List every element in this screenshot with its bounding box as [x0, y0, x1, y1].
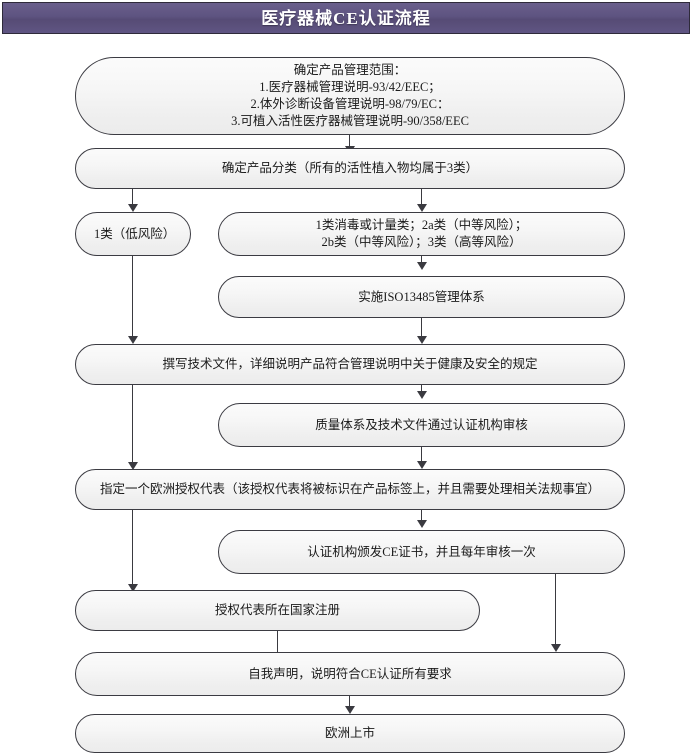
connector-iso-to-techfile: [421, 318, 422, 336]
node-product-scope-line-1: 确定产品管理范围：: [293, 63, 407, 77]
arrow-selfdecl-to-market: [345, 706, 355, 714]
node-eu-authorized-representative-lines: 指定一个欧洲授权代表（该授权代表将被标识在产品标签上，并且需要处理相关法规事宜）: [94, 481, 606, 498]
arrow-cecert-to-selfdecl: [551, 644, 561, 652]
page-title: 医疗器械CE认证流程: [261, 8, 431, 28]
node-iso13485-lines: 实施ISO13485管理体系: [237, 289, 606, 306]
node-self-declaration-lines: 自我声明，说明符合CE认证所有要求: [94, 666, 606, 683]
node-class-other-risk-line-2: 2b类（中等风险）；3类（高等风险）: [321, 235, 522, 249]
node-iso13485-line-1: 实施ISO13485管理体系: [358, 289, 485, 304]
node-product-scope[interactable]: 确定产品管理范围： 1.医疗器械管理说明-93/42/EEC； 2.体外诊断设备…: [75, 57, 625, 135]
page-title-bar: 医疗器械CE认证流程: [2, 2, 690, 34]
connector-scope-to-classification: [349, 134, 350, 148]
arrow-classification-to-class1: [128, 204, 138, 212]
arrow-classother-to-iso: [417, 262, 427, 270]
node-class-1-low-risk-lines: 1类（低风险）: [94, 226, 176, 243]
node-country-registration[interactable]: 授权代表所在国家注册: [75, 590, 480, 631]
node-technical-file[interactable]: 撰写技术文件，详细说明产品符合管理说明中关于健康及安全的规定: [75, 344, 625, 385]
node-class-1-low-risk-line-1: 1类（低风险）: [94, 226, 176, 241]
node-class-other-risk-lines: 1类消毒或计量类；2a类（中等风险）； 2b类（中等风险）；3类（高等风险）: [237, 217, 606, 251]
arrow-classification-to-class-other: [417, 204, 427, 212]
node-class-1-low-risk[interactable]: 1类（低风险）: [75, 212, 191, 256]
connector-audit-to-eurep: [421, 447, 422, 463]
node-technical-file-lines: 撰写技术文件，详细说明产品符合管理说明中关于健康及安全的规定: [94, 356, 606, 373]
node-country-registration-lines: 授权代表所在国家注册: [94, 602, 461, 619]
node-class-other-risk-line-1: 1类消毒或计量类；2a类（中等风险）；: [315, 218, 528, 232]
connector-class1-to-techfile: [132, 256, 133, 336]
node-iso13485[interactable]: 实施ISO13485管理体系: [218, 276, 625, 318]
connector-techfile-to-eurep: [132, 384, 133, 462]
node-product-classification[interactable]: 确定产品分类（所有的活性植入物均属于3类）: [75, 148, 625, 189]
node-certification-audit-line-1: 质量体系及技术文件通过认证机构审核: [315, 417, 528, 432]
node-europe-market-launch-line-1: 欧洲上市: [324, 726, 375, 740]
node-certification-audit[interactable]: 质量体系及技术文件通过认证机构审核: [218, 403, 625, 447]
connector-register-to-selfdecl: [277, 630, 278, 652]
arrow-eurep-to-register: [128, 584, 138, 592]
node-product-classification-lines: 确定产品分类（所有的活性植入物均属于3类）: [94, 160, 606, 177]
arrow-audit-to-eurep: [417, 461, 427, 469]
node-class-other-risk[interactable]: 1类消毒或计量类；2a类（中等风险）； 2b类（中等风险）；3类（高等风险）: [218, 212, 625, 256]
node-ce-certificate-issued[interactable]: 认证机构颁发CE证书，并且每年审核一次: [218, 530, 625, 574]
node-product-scope-line-2: 1.医疗器械管理说明-93/42/EEC；: [259, 80, 441, 94]
arrow-techfile-to-eurep: [128, 462, 138, 470]
node-europe-market-launch-lines: 欧洲上市: [94, 725, 606, 742]
node-ce-certificate-issued-lines: 认证机构颁发CE证书，并且每年审核一次: [237, 544, 606, 561]
connector-classother-to-iso: [421, 256, 422, 266]
node-eu-authorized-representative-line-1: 指定一个欧洲授权代表（该授权代表将被标识在产品标签上，并且需要处理相关法规事宜）: [99, 482, 600, 496]
node-self-declaration-line-1: 自我声明，说明符合CE认证所有要求: [248, 666, 452, 681]
node-self-declaration[interactable]: 自我声明，说明符合CE认证所有要求: [75, 652, 625, 696]
node-technical-file-line-1: 撰写技术文件，详细说明产品符合管理说明中关于健康及安全的规定: [162, 357, 538, 371]
connector-classification-to-class-other: [421, 188, 422, 208]
node-country-registration-line-1: 授权代表所在国家注册: [214, 603, 340, 617]
connector-eurep-to-register: [132, 510, 133, 584]
node-europe-market-launch[interactable]: 欧洲上市: [75, 714, 625, 753]
node-ce-certificate-issued-line-1: 认证机构颁发CE证书，并且每年审核一次: [307, 544, 536, 559]
arrow-iso-to-techfile: [417, 336, 427, 344]
node-product-scope-line-3: 2.体外诊断设备管理说明-98/79/EC：: [250, 97, 450, 111]
node-product-scope-lines: 确定产品管理范围： 1.医疗器械管理说明-93/42/EEC； 2.体外诊断设备…: [94, 62, 606, 130]
node-product-scope-line-4: 3.可植入活性医疗器械管理说明-90/358/EEC: [231, 114, 469, 128]
connector-techfile-to-audit: [421, 384, 422, 396]
connector-selfdecl-to-market: [349, 696, 350, 708]
arrow-eurep-to-cecert: [417, 520, 427, 528]
arrow-class1-to-techfile: [128, 336, 138, 344]
node-eu-authorized-representative[interactable]: 指定一个欧洲授权代表（该授权代表将被标识在产品标签上，并且需要处理相关法规事宜）: [75, 469, 625, 510]
node-product-classification-line-1: 确定产品分类（所有的活性植入物均属于3类）: [221, 161, 479, 175]
connector-classification-to-class1: [132, 188, 133, 208]
connector-cecert-to-selfdecl: [555, 574, 556, 644]
connector-eurep-to-cecert: [421, 510, 422, 524]
arrow-techfile-to-audit: [417, 391, 427, 399]
node-certification-audit-lines: 质量体系及技术文件通过认证机构审核: [237, 417, 606, 434]
